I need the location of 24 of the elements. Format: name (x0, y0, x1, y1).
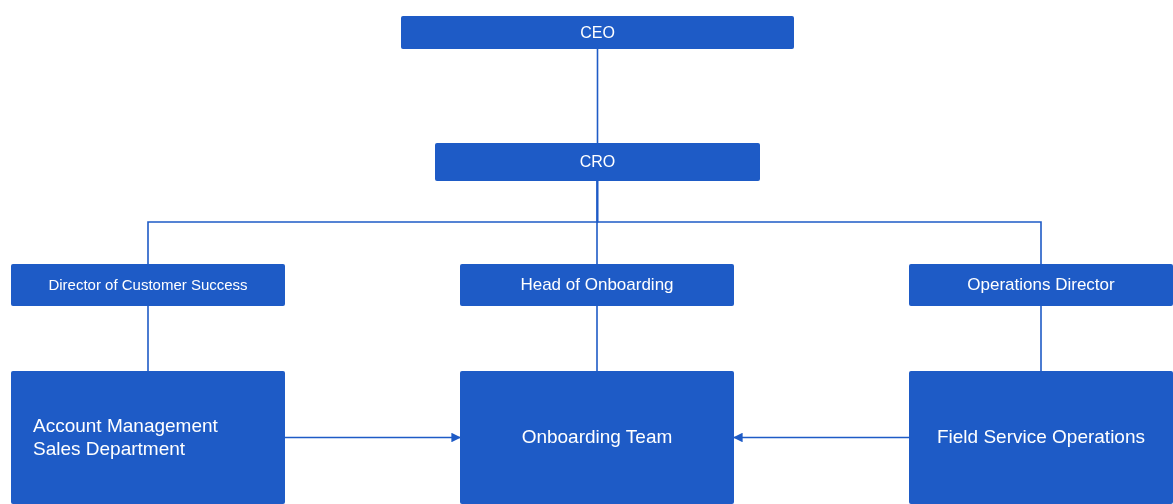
role-box (909, 371, 1173, 504)
arrow (284, 432, 461, 443)
role-label: CEO (580, 22, 615, 43)
role-box (909, 264, 1173, 306)
role-label: Onboarding Team (521, 426, 673, 449)
role-box (401, 16, 794, 49)
connector-line (147, 305, 149, 372)
role-box (435, 143, 760, 181)
connector-line (596, 180, 1042, 265)
role-label: Account Management Sales Department (33, 414, 219, 461)
role-box (11, 371, 285, 504)
role-box (11, 264, 285, 306)
connector-line (596, 305, 598, 372)
role-label: Field Service Operations (936, 426, 1145, 449)
role-label: Head of Onboarding (520, 274, 674, 296)
role-box (460, 264, 734, 306)
arrow (733, 432, 910, 443)
connector-line (596, 48, 599, 144)
role-label: Operations Director (967, 274, 1115, 296)
connector-line (1040, 305, 1042, 372)
role-box (460, 371, 734, 504)
role-label: CRO (579, 152, 616, 172)
role-label: Director of Customer Success (48, 276, 248, 294)
connector-line (596, 180, 598, 265)
